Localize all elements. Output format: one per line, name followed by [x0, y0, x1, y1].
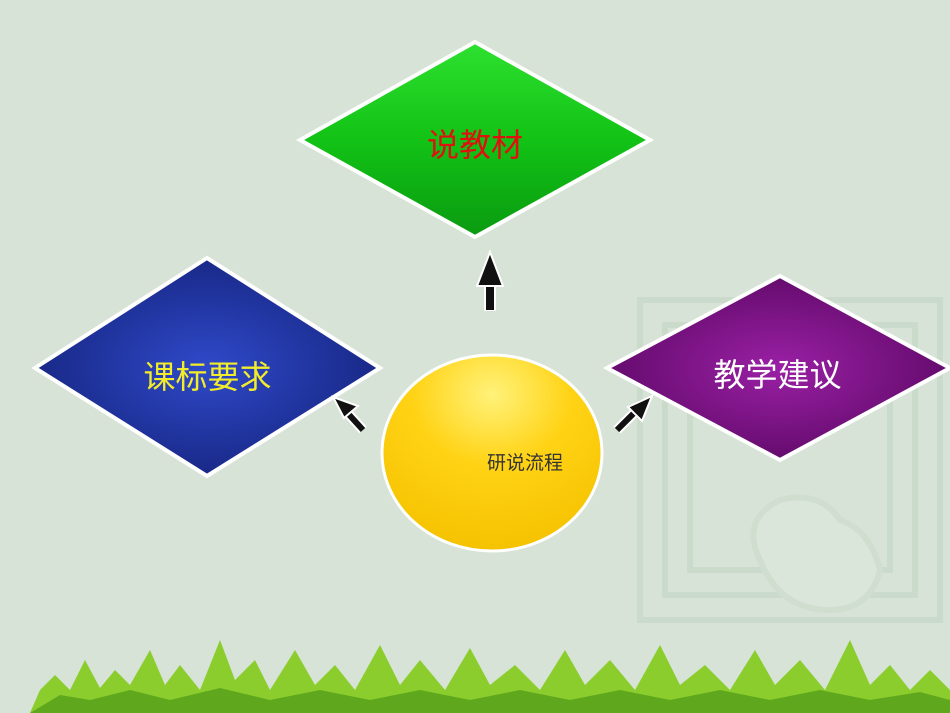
node-shape-top [295, 39, 655, 240]
node-shape-right [602, 273, 950, 463]
node-shape-left [31, 255, 384, 479]
node-label-center: 研说流程 [486, 452, 563, 474]
arrow-up-right-icon [613, 394, 654, 434]
node-label-left: 课标要求 [143, 358, 272, 396]
grass-decoration [30, 640, 950, 713]
node-shape-center [380, 353, 604, 553]
arrow-up-icon [475, 249, 505, 311]
node-label-right: 教学建议 [713, 356, 842, 394]
arrow-up-left-icon [330, 395, 367, 434]
node-label-top: 说教材 [426, 126, 523, 164]
